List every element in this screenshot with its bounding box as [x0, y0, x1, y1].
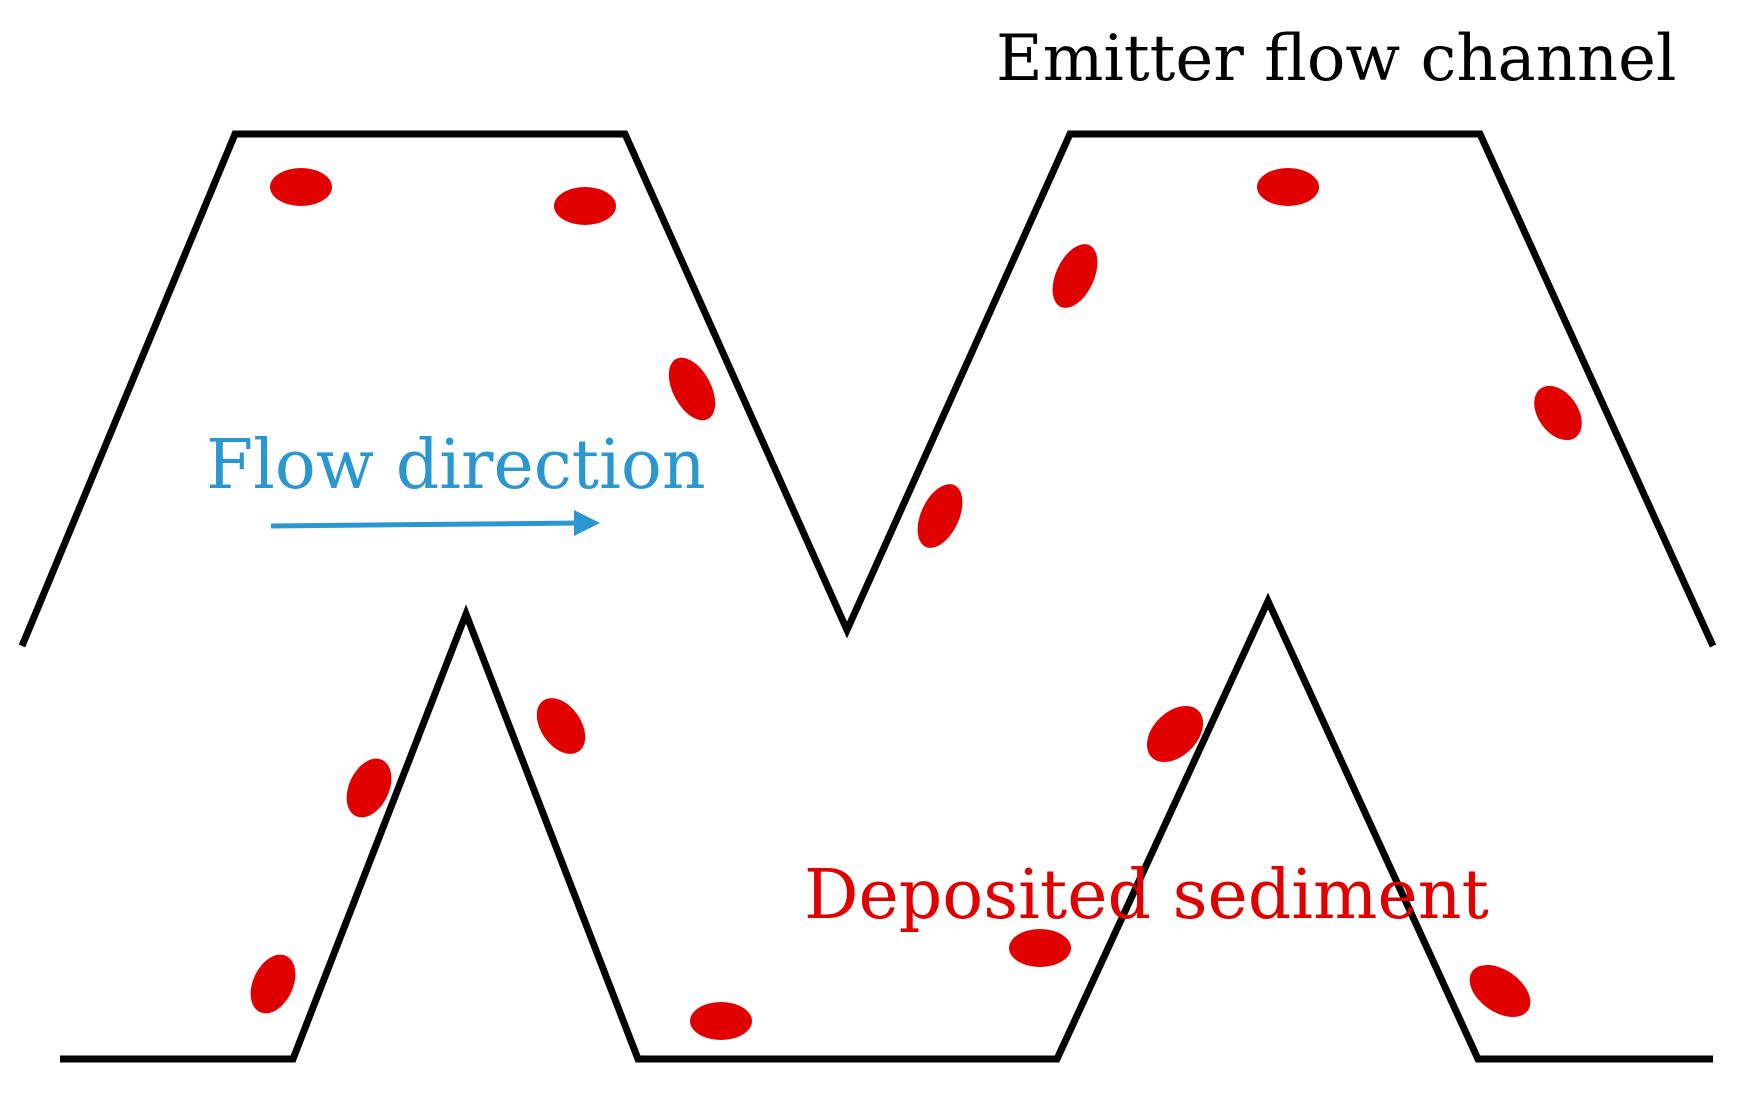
sediment-particle: [917, 484, 963, 548]
sediment-particle: [554, 187, 616, 225]
sediment-particle: [270, 168, 332, 206]
sediment-particle: [690, 1002, 752, 1040]
sediment-particle: [1009, 929, 1071, 967]
flow-direction-indicator: Flow direction: [206, 426, 706, 536]
deposited-sediment-label: Deposited sediment: [804, 856, 1489, 935]
sediment-particle: [346, 758, 392, 818]
channel-walls: [18, 130, 1717, 1063]
sediment-particle: [250, 954, 296, 1014]
sediment-particle: [1257, 168, 1319, 206]
sediment-particles: [250, 168, 1582, 1040]
sediment-particle: [1534, 385, 1582, 441]
flow-direction-label: Flow direction: [206, 426, 706, 505]
flow-arrow-shaft: [270, 520, 581, 529]
sediment-particle: [1052, 244, 1098, 308]
diagram-title: Emitter flow channel: [996, 22, 1676, 96]
sediment-particle: [536, 698, 586, 754]
sediment-particle: [1469, 964, 1531, 1018]
lower-channel-wall: [60, 592, 1713, 1063]
flow-arrow-head-icon: [574, 510, 600, 536]
sediment-particle: [668, 357, 716, 421]
upper-channel-wall: [18, 130, 1717, 648]
sediment-particle: [1146, 705, 1204, 763]
